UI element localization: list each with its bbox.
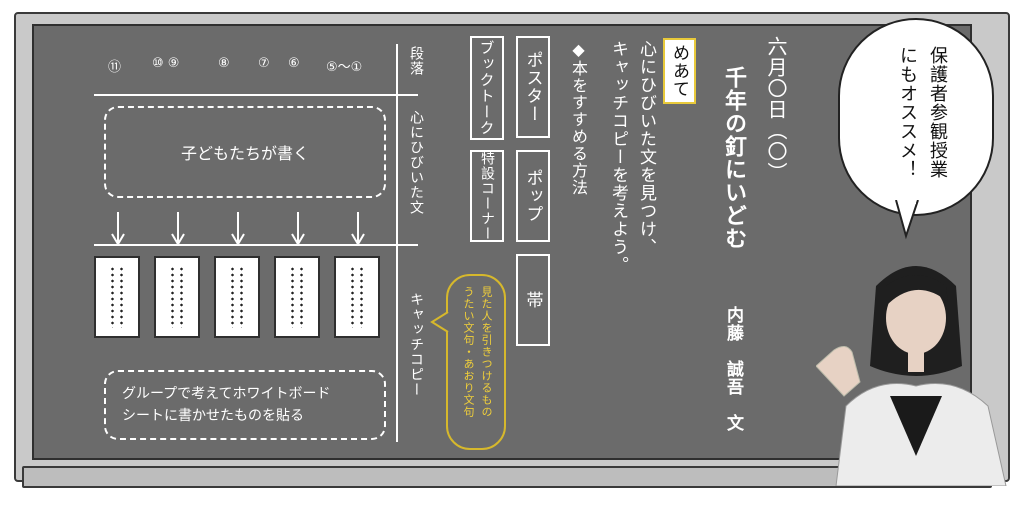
catch-note-line-1: 見た人を引きつけるもの — [480, 286, 493, 418]
down-arrow-icon — [231, 212, 245, 246]
down-arrow-icon — [351, 212, 365, 246]
children-write-box: 子どもたちが書く — [104, 106, 386, 198]
lesson-author: 内藤 誠吾 文 — [723, 306, 743, 432]
paragraph-number: ⑦ — [258, 56, 270, 71]
label-moving-sentence: 心にひびいた文 — [408, 110, 424, 215]
method-special-corner: 特設コーナー — [470, 150, 504, 242]
children-write-text: 子どもたちが書く — [180, 144, 309, 163]
catch-note-bubble — [446, 274, 506, 450]
presenter-photo — [816, 266, 1007, 486]
paragraph-number: ⑥ — [288, 56, 300, 71]
catch-copy-card — [214, 256, 260, 338]
catch-note-pointer — [430, 311, 449, 333]
down-arrow-icon — [171, 212, 185, 246]
method-poster: ポスター — [516, 36, 550, 138]
lesson-title: 千年の釘にいどむ — [721, 66, 746, 250]
paragraph-number: ⑪ — [108, 60, 122, 75]
method-obi: 帯 — [516, 254, 550, 346]
row-divider-bottom — [94, 244, 418, 246]
whiteboard-note-line-1: グループで考えてホワイトボード — [122, 386, 331, 402]
label-catch-copy: キャッチコピー — [408, 292, 424, 397]
down-arrow-icon — [111, 212, 125, 246]
aim-line-2: キャッチコピーを考えよう。 — [608, 40, 628, 274]
aim-badge: めあて — [663, 38, 696, 104]
catch-copy-card — [334, 256, 380, 338]
row-divider-top — [94, 94, 418, 96]
catch-copy-card — [274, 256, 320, 338]
catch-copy-card — [154, 256, 200, 338]
methods-heading: ◆本をすすめる方法 — [569, 40, 588, 196]
bubble-line-2: にもオススメ！ — [897, 46, 918, 179]
whiteboard-note-box: グループで考えてホワイトボード シートに書かせたものを貼る — [104, 370, 386, 440]
down-arrow-icon — [291, 212, 305, 246]
paragraph-number: ⑤〜① — [326, 60, 363, 75]
lesson-date: 六月〇日（〇） — [764, 36, 788, 183]
label-paragraph: 段落 — [408, 46, 424, 76]
paragraph-number: ⑧ — [218, 56, 230, 71]
method-booktalk: ブックトーク — [470, 36, 504, 140]
paragraph-number: ⑩ ⑨ — [152, 56, 180, 71]
bubble-line-1: 保護者参観授業 — [927, 46, 948, 179]
aim-line-1: 心にひびいた文を見つけ、 — [636, 40, 656, 256]
method-pop: ポップ — [516, 150, 550, 242]
whiteboard-note-line-2: シートに書かせたものを貼る — [122, 408, 304, 424]
speech-bubble-tail — [895, 200, 919, 240]
vertical-divider — [396, 44, 398, 442]
catch-note-line-2: うたい文句・あおり文句 — [462, 286, 475, 418]
speech-bubble — [838, 18, 994, 216]
catch-copy-card — [94, 256, 140, 338]
